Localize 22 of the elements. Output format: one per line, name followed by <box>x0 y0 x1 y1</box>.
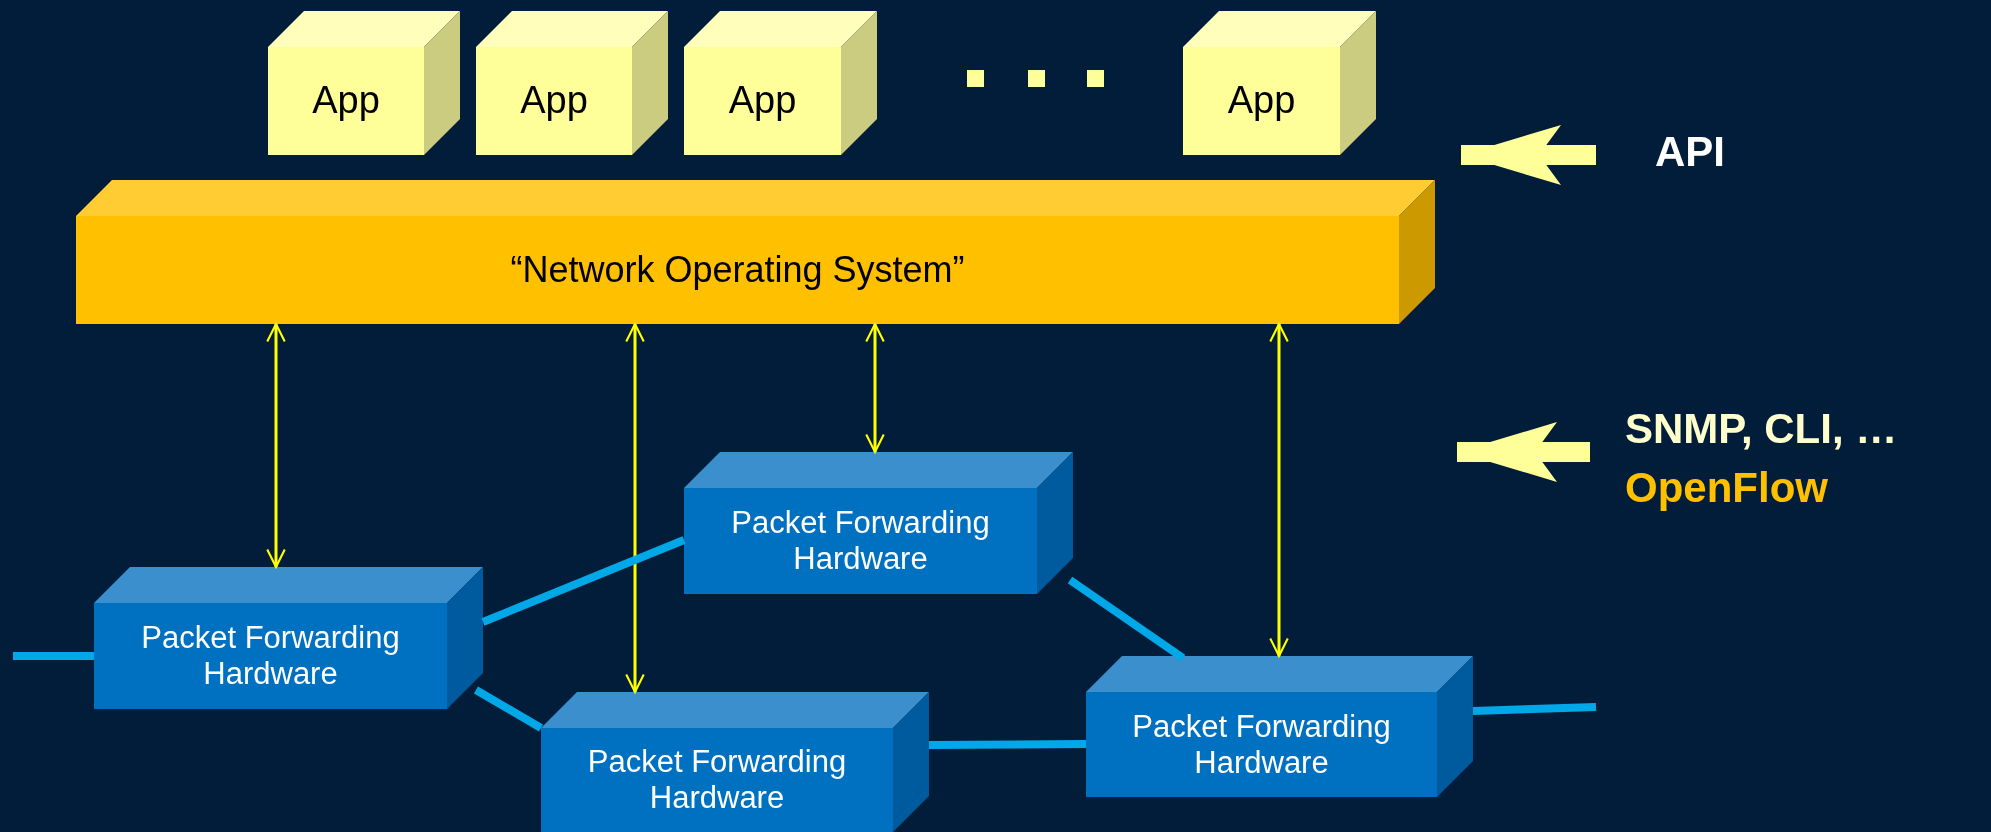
block-label: App <box>728 79 797 123</box>
block-label: App <box>312 79 380 123</box>
block-label: Packet Forwarding Hardware <box>730 505 991 577</box>
interface-label: OpenFlow <box>1625 462 1829 513</box>
block-label: Packet Forwarding Hardware <box>1131 708 1392 781</box>
network-link <box>928 740 1087 749</box>
double-arrow <box>865 322 885 454</box>
network-link <box>1472 703 1597 715</box>
double-arrow <box>625 322 645 694</box>
interface-label: API <box>1655 127 1725 177</box>
block-label: Packet Forwarding Hardware <box>140 620 401 692</box>
block-label: Packet Forwarding Hardware <box>586 744 848 816</box>
block-label: App <box>1227 79 1296 123</box>
block-label: App <box>520 79 588 123</box>
double-arrow <box>266 322 286 569</box>
block-arrow <box>1461 125 1596 185</box>
block-arrow <box>1457 422 1590 482</box>
network-link <box>474 686 543 732</box>
block-label: “Network Operating System” <box>510 249 965 291</box>
interface-label: SNMP, CLI, … <box>1625 404 1898 454</box>
network-link <box>481 536 686 626</box>
double-arrow <box>1269 322 1289 658</box>
